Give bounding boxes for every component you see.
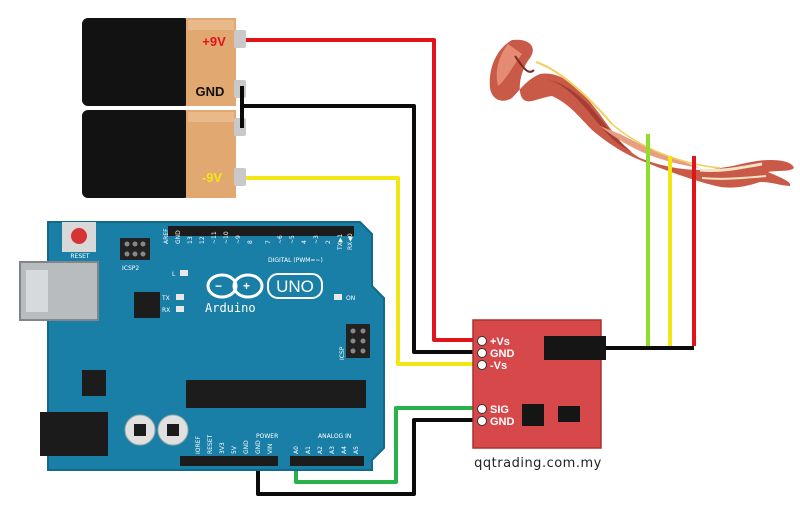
sensor-label-minus-vs: -Vs xyxy=(490,360,507,372)
emg-sensor-board: +Vs GND -Vs SIG GND xyxy=(472,319,606,449)
pad-gnd xyxy=(477,348,487,358)
icsp2-label: ICSP2 xyxy=(122,265,139,272)
pin-label-7: 7 xyxy=(265,240,272,244)
icsp2-header xyxy=(120,238,150,260)
sensor-label-gnd: GND xyxy=(490,348,515,360)
pin-label-5: ~5 xyxy=(289,235,296,244)
reset-button-cap xyxy=(71,228,87,244)
voltage-regulator xyxy=(82,370,106,396)
wire-green-signal xyxy=(294,406,480,484)
pad-gnd-2 xyxy=(477,416,487,426)
svg-text:−: − xyxy=(215,279,222,293)
pin-label-8: 8 xyxy=(247,240,254,244)
battery-top-positive-terminal xyxy=(234,30,246,48)
pin-label-a5: A5 xyxy=(353,446,360,454)
pin-label-vin: VIN xyxy=(267,444,274,454)
pin-label-4: 4 xyxy=(301,240,308,244)
pin-label-5v: 5V xyxy=(231,445,238,454)
reset-label: RESET xyxy=(70,253,90,260)
battery-bottom-body xyxy=(82,110,190,198)
power-label: POWER xyxy=(256,433,278,440)
sensor-label-plus-vs: +Vs xyxy=(490,336,510,348)
led-tx-label: TX xyxy=(161,295,170,302)
battery-bottom-copper xyxy=(186,110,236,198)
svg-text:+: + xyxy=(243,279,250,293)
wire-black-signal-gnd xyxy=(256,418,480,496)
analog-pin-labels: A0 A1 A2 A3 A4 A5 xyxy=(293,446,360,454)
wire-red-plus-vs xyxy=(246,38,480,342)
battery-bottom-minus-label: -9V xyxy=(202,170,223,185)
led-on xyxy=(334,294,342,300)
pad-sig xyxy=(477,404,487,414)
led-on-label: ON xyxy=(346,295,355,302)
pin-label-10: ~10 xyxy=(223,231,230,244)
icsp-header xyxy=(346,324,370,358)
led-l xyxy=(180,270,188,276)
digital-label: DIGITAL (PWM=~) xyxy=(268,257,323,264)
wire-black-gnd xyxy=(242,104,480,354)
arm-anatomy-image xyxy=(489,39,794,188)
pin-label-gnd: GND xyxy=(175,230,182,244)
pin-label-gnd-1: GND xyxy=(243,440,250,454)
led-l-label: L xyxy=(172,271,176,278)
pin-label-a1: A1 xyxy=(305,446,312,454)
pin-label-11: ~11 xyxy=(211,231,218,244)
battery-top: +9V GND xyxy=(82,18,246,106)
usb-chip xyxy=(134,292,160,318)
battery-bottom-negative-terminal xyxy=(234,168,246,186)
watermark: qqtrading.com.my xyxy=(474,456,602,471)
pin-label-a4: A4 xyxy=(341,446,348,454)
digital-header xyxy=(168,226,354,236)
dc-power-jack xyxy=(40,412,108,456)
pin-label-12: 12 xyxy=(199,236,206,244)
wires xyxy=(240,38,696,496)
pin-label-rx0: RX◀0 xyxy=(347,233,354,250)
power-header xyxy=(180,456,278,466)
battery-top-plus-label: +9V xyxy=(202,34,226,49)
pin-label-3: ~3 xyxy=(313,235,320,244)
pin-label-ioref: IOREF xyxy=(195,436,202,454)
sensor-label-sig: SIG xyxy=(490,404,509,416)
pin-label-reset: RESET xyxy=(207,434,214,454)
pin-label-gnd-2: GND xyxy=(255,440,262,454)
electrode-connector xyxy=(544,336,606,360)
pin-label-13: 13 xyxy=(187,236,194,244)
analog-header xyxy=(290,456,364,466)
icsp-label: ICSP xyxy=(339,346,346,360)
pin-label-tx1: TX▶1 xyxy=(337,234,344,251)
led-tx xyxy=(176,294,184,300)
pin-label-a0: A0 xyxy=(293,446,300,454)
sensor-chip-2 xyxy=(558,406,580,422)
power-pin-labels: IOREF RESET 3V3 5V GND GND VIN xyxy=(195,434,274,454)
uno-label: UNO xyxy=(276,277,314,296)
arduino-logo-text: Arduino xyxy=(205,301,256,315)
pin-label-3v3: 3V3 xyxy=(219,442,226,454)
pad-plus-vs xyxy=(477,336,487,346)
pin-label-a3: A3 xyxy=(329,446,336,454)
arduino-uno-board: RESET ICSP2 AREF GND 13 12 ~11 ~10 ~9 8 … xyxy=(19,221,385,471)
led-rx-label: RX xyxy=(162,307,170,314)
wire-yellow-minus-vs xyxy=(246,176,480,366)
battery-top-body xyxy=(82,18,190,106)
digital-pin-labels: AREF GND 13 12 ~11 ~10 ~9 8 7 ~6 ~5 4 ~3… xyxy=(163,228,354,251)
battery-top-copper xyxy=(186,18,236,106)
led-rx xyxy=(176,306,184,312)
atmega-chip xyxy=(186,380,366,408)
analog-in-label: ANALOG IN xyxy=(318,433,351,440)
battery-top-gnd-label: GND xyxy=(196,84,225,99)
arduino-logo: − + xyxy=(206,273,264,299)
battery-bottom: -9V xyxy=(82,110,246,198)
pin-label-6: ~6 xyxy=(277,235,284,244)
pad-minus-vs xyxy=(477,360,487,370)
sensor-chip-1 xyxy=(522,404,544,426)
pin-label-aref: AREF xyxy=(163,228,170,244)
pin-label-a2: A2 xyxy=(317,446,324,454)
sensor-label-gnd-2: GND xyxy=(490,416,515,428)
pin-label-9: ~9 xyxy=(235,235,242,244)
pin-label-2: 2 xyxy=(325,240,332,244)
uno-badge xyxy=(267,273,323,299)
